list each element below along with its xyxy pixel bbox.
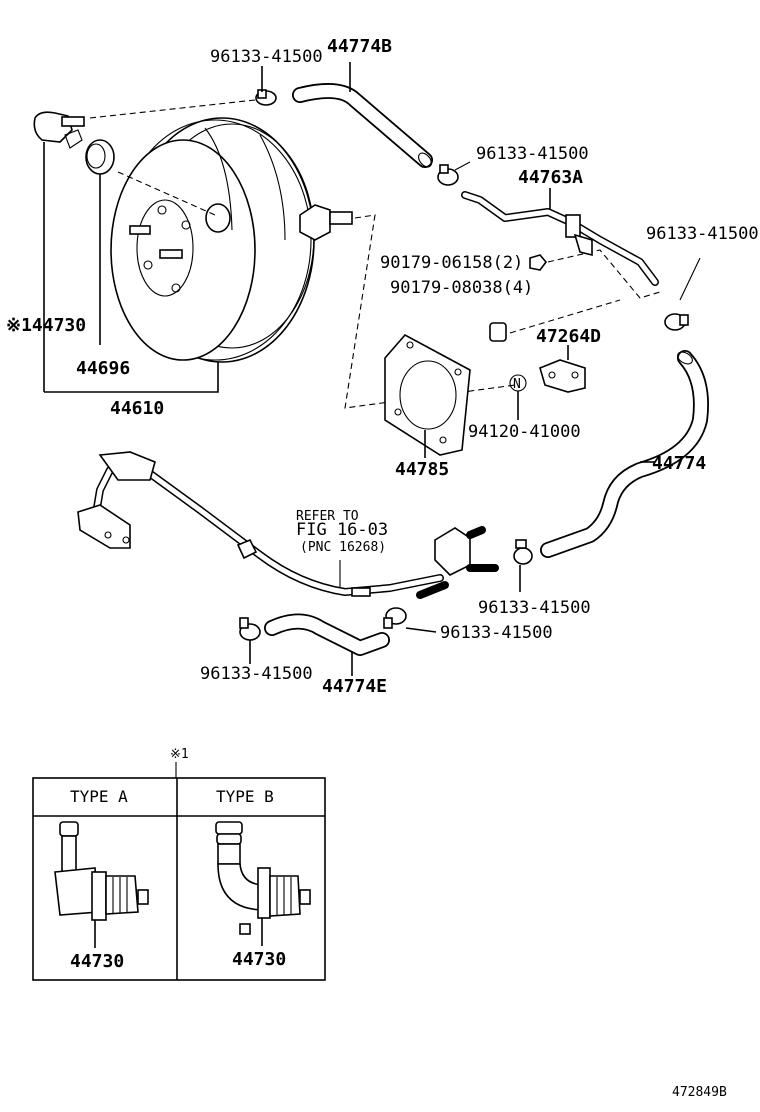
nut-90179-08038 (489, 322, 507, 342)
callout-labels: 96133-41500 44774B 96133-41500 44763A 96… (6, 36, 759, 697)
clip-bottom-mid (383, 607, 437, 633)
label-clip-bottom-mid: 96133-41500 (440, 623, 553, 643)
label-gasket: 44785 (395, 459, 449, 480)
nut-90179-06158 (529, 254, 548, 271)
label-refer-1: REFER TO (296, 509, 359, 524)
label-clip-bottom-right: 96133-41500 (478, 598, 591, 618)
inset-part-b: 44730 (232, 949, 286, 970)
clip-top-left (255, 66, 277, 106)
label-hose-right: 44774 (652, 453, 706, 474)
brake-booster (110, 117, 353, 363)
n-mark: N (513, 377, 521, 392)
label-grommet: 44696 (76, 358, 130, 379)
leader-44610 (44, 362, 219, 393)
label-hose-top: 44774B (327, 36, 392, 57)
label-nut-2: 90179-06158(2) (380, 253, 523, 273)
label-booster: 44610 (110, 398, 164, 419)
clip-n-94120: N (509, 374, 527, 420)
label-check-valve: ※144730 (6, 315, 86, 336)
check-valve-type-b (215, 821, 311, 946)
clip-right (664, 257, 701, 331)
inset-part-a: 44730 (70, 951, 124, 972)
label-hose-bottom: 44774E (322, 676, 387, 697)
gasket-44785 (384, 333, 471, 458)
hose-44774E (264, 613, 390, 676)
clip-bottom-right (513, 539, 533, 592)
label-clip-n: 94120-41000 (468, 422, 581, 442)
inset-marker: ※1 (170, 747, 189, 762)
label-nut-4: 90179-08038(4) (390, 278, 533, 298)
inset-types: ※1 TYPE A TYPE B 44730 (32, 747, 326, 981)
inset-type-a: TYPE A (70, 787, 128, 806)
label-pipe-a: 44763A (518, 167, 583, 188)
hose-44774B (292, 62, 433, 168)
figure-id: 472849B (672, 1085, 727, 1100)
check-valve-type-a (54, 821, 149, 948)
hose-44774 (540, 350, 709, 558)
label-clip-top-left: 96133-41500 (210, 47, 323, 67)
clip-mid (437, 161, 471, 186)
lower-pipe-assembly (77, 451, 499, 599)
label-clip-mid: 96133-41500 (476, 144, 589, 164)
label-refer-3: (PNC 16268) (300, 540, 386, 555)
check-valve-44730 (33, 111, 85, 392)
clip-bottom-left (239, 617, 261, 664)
label-clip-bottom-left: 96133-41500 (200, 664, 313, 684)
pipe-44763A (461, 188, 659, 286)
label-refer-2: FIG 16-03 (296, 520, 388, 540)
inset-type-b: TYPE B (216, 787, 274, 806)
grommet-44696 (85, 139, 115, 345)
label-clip-right: 96133-41500 (646, 224, 759, 244)
bracket-47264D (539, 345, 586, 393)
label-bracket: 47264D (536, 326, 601, 347)
